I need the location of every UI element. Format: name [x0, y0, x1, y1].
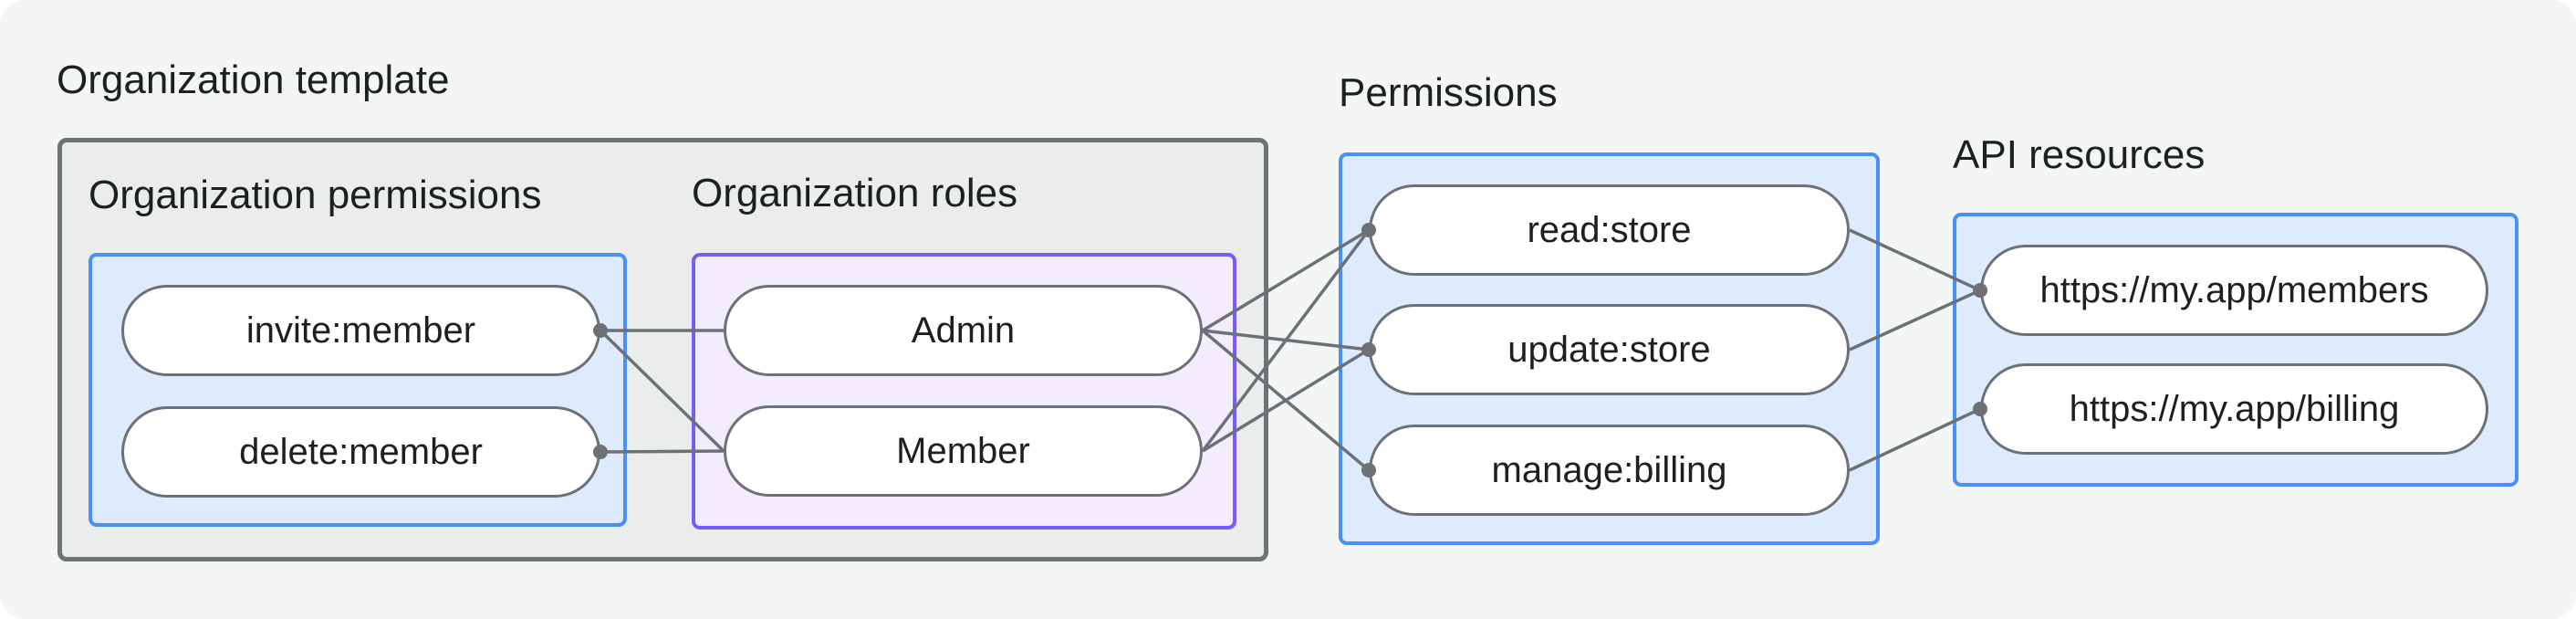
node-read-store: read:store [1369, 184, 1850, 276]
permissions-label: Permissions [1339, 70, 1558, 115]
node-update-store: update:store [1369, 304, 1850, 395]
node-delete-member: delete:member [121, 406, 600, 498]
node-invite-member: invite:member [121, 285, 600, 376]
node-manage-billing: manage:billing [1369, 425, 1850, 516]
org-template-label: Organization template [57, 58, 450, 102]
org-permissions-label: Organization permissions [89, 173, 542, 217]
node-api-billing-url: https://my.app/billing [1980, 363, 2488, 455]
api-resources-label: API resources [1953, 132, 2206, 177]
org-roles-label: Organization roles [692, 171, 1018, 215]
node-api-members-url: https://my.app/members [1980, 245, 2488, 336]
node-admin-role: Admin [724, 285, 1203, 376]
node-member-role: Member [724, 405, 1203, 497]
